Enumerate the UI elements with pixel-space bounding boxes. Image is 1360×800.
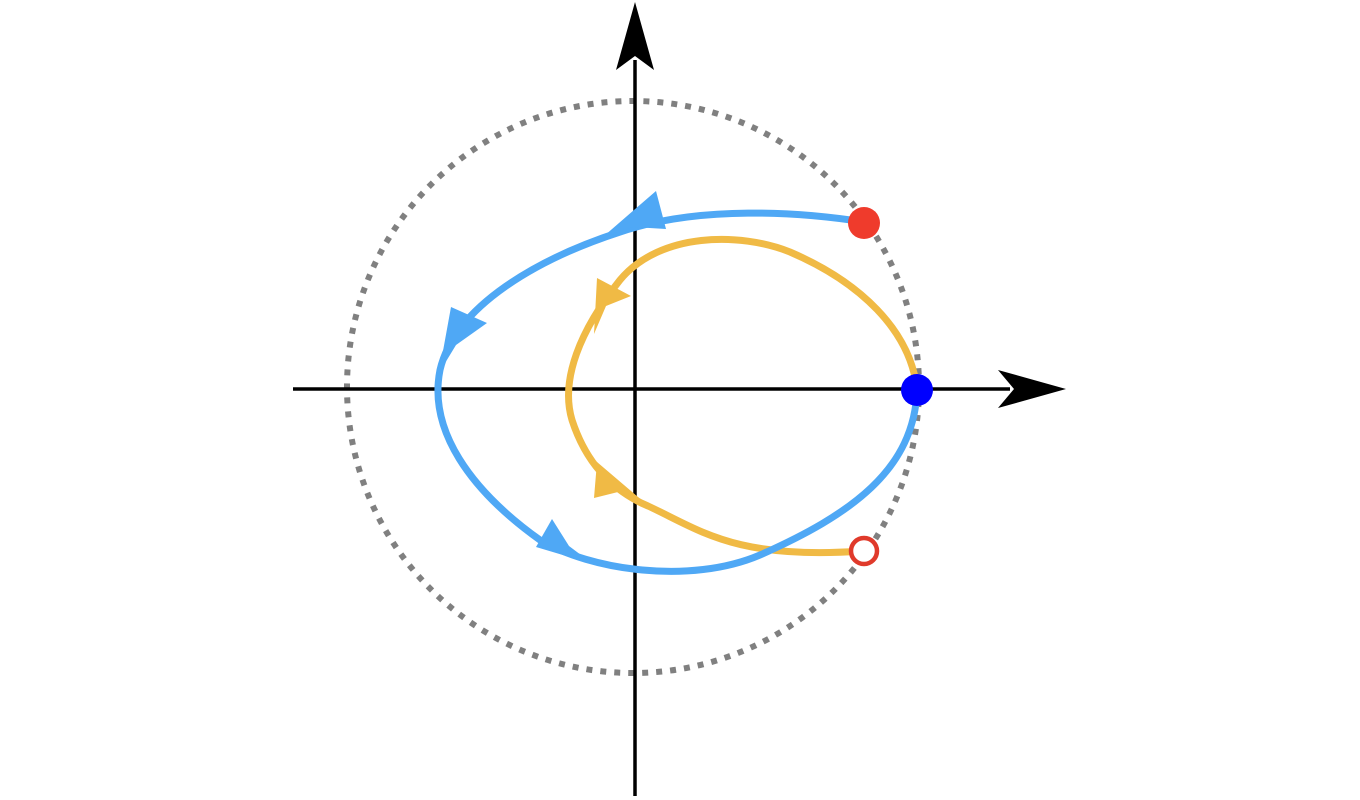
yellow-trajectory	[565, 235, 921, 557]
blue-equilibrium-point	[901, 374, 933, 406]
yellow-trajectory-arrow-icon	[594, 462, 651, 508]
red-filled-start-point	[848, 207, 880, 239]
blue-trajectory-arrow-icon	[536, 519, 593, 564]
blue-trajectory-arrow-icon	[439, 307, 487, 373]
x-axis-arrow-icon	[998, 370, 1066, 408]
blue-trajectory-arrow-icon	[604, 191, 666, 236]
y-axis-arrow-icon	[616, 2, 654, 70]
red-hollow-end-point	[848, 535, 880, 567]
yellow-trajectory-arrow-icon	[594, 278, 631, 334]
dotted-boundary-circle	[344, 98, 922, 676]
